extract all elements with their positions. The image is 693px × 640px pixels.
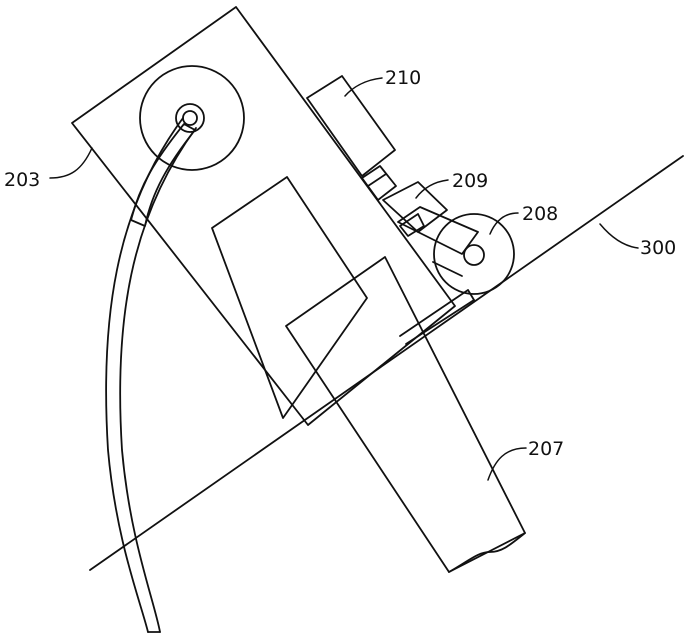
reel-hub-inner	[182, 110, 198, 126]
wheel-link	[432, 261, 463, 277]
leader-207	[487, 447, 527, 481]
incline-surface	[89, 155, 684, 571]
label-208: 208	[522, 203, 558, 225]
label-203: 203	[4, 169, 40, 191]
linkage-bracket	[399, 213, 425, 237]
label-210: 210	[385, 67, 421, 89]
bar-break-line	[448, 532, 526, 573]
flexible-tube-edge	[119, 127, 197, 633]
label-207: 207	[528, 438, 564, 460]
guide-edge-2	[405, 299, 475, 345]
leader-203	[49, 147, 93, 179]
label-300: 300	[640, 237, 676, 259]
label-209: 209	[452, 170, 488, 192]
leader-209	[415, 179, 449, 199]
motor-coupling-line	[367, 173, 387, 187]
linkage-arm	[397, 206, 479, 255]
reel	[139, 65, 245, 171]
wheel-axle	[463, 244, 485, 266]
flexible-tube	[105, 117, 184, 633]
reel-hub	[175, 103, 205, 133]
inner-window	[211, 176, 368, 419]
flexible-tube-front	[130, 123, 196, 227]
guide-edge	[399, 289, 475, 337]
leader-300	[599, 223, 639, 249]
leader-208	[489, 212, 519, 235]
wheel-208	[433, 213, 515, 295]
leader-210	[344, 77, 383, 97]
motor-210	[306, 75, 396, 177]
motor-coupling	[361, 165, 397, 201]
main-body-203	[71, 6, 456, 426]
